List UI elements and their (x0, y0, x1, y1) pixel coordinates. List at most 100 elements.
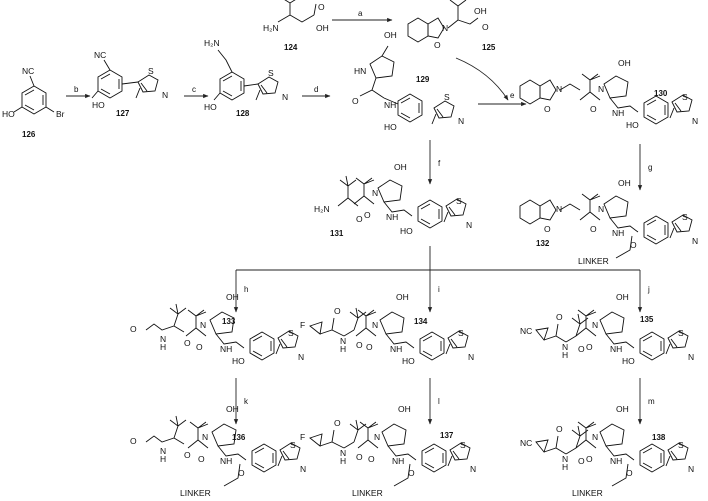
atom-label: N (556, 84, 562, 94)
arrow-from-125 (455, 57, 509, 101)
atom-label: HO (626, 120, 639, 130)
atom-label: NC (520, 438, 532, 448)
atom-label: F (300, 432, 305, 442)
compound-134: F O N H O N OH O NH HO S N 134 (300, 292, 474, 366)
atom-label: N (162, 90, 168, 100)
atom-label: OH (398, 404, 411, 414)
atom-label: O (586, 454, 593, 464)
atom-label: OH (474, 6, 487, 16)
compound-id: 138 (652, 433, 666, 442)
atom-label: NH (220, 456, 232, 466)
reaction-arrows: a b c d e f g h i j k l m (66, 9, 655, 425)
atom-label: NH (612, 108, 624, 118)
atom-label: O (434, 40, 441, 50)
atom-label: O (630, 240, 637, 250)
atom-label: N (374, 432, 380, 442)
compound-id: 126 (22, 130, 36, 139)
atom-label: N (598, 204, 604, 214)
atom-label: N (442, 23, 448, 33)
compound-id: 135 (640, 315, 654, 324)
atom-label: OH (394, 162, 407, 172)
compound-125: N O OH O 125 (407, 0, 496, 52)
atom-label: OH (226, 404, 239, 414)
atom-label: OH (316, 23, 329, 33)
compound-id: 132 (536, 239, 550, 248)
atom-label: N (688, 352, 694, 362)
atom-label: H (340, 456, 346, 466)
atom-label: O (366, 342, 373, 352)
atom-label: S (682, 212, 688, 222)
atom-label: N (340, 448, 346, 458)
compound-127: NC HO S N 127 (91, 50, 168, 118)
atom-label: S (456, 196, 462, 206)
atom-label: S (290, 440, 296, 450)
compound-id: 129 (416, 75, 430, 84)
compound-126: NC HO Br 126 (2, 66, 65, 139)
step-label-i: i (438, 285, 440, 294)
compound-133: O N H O N OH O NH HO S N 133 (130, 292, 304, 366)
atom-label: S (444, 92, 450, 102)
step-label-k: k (244, 397, 249, 406)
atom-label: N (202, 432, 208, 442)
compound-id: 124 (284, 43, 298, 52)
atom-label: O (238, 468, 245, 478)
atom-label: O (184, 338, 191, 348)
atom-label: N (592, 320, 598, 330)
atom-label: NH (384, 100, 396, 110)
atom-label: LINKER (352, 488, 383, 498)
atom-label: LINKER (578, 256, 609, 266)
atom-label: LINKER (572, 488, 603, 498)
step-label-m: m (648, 397, 655, 406)
step-label-l: l (438, 397, 440, 406)
compound-135: NC O N H O N OH O NH HO S N 135 (520, 292, 694, 366)
compound-id: 125 (482, 43, 496, 52)
atom-label: H (160, 342, 166, 352)
atom-label: N (160, 446, 166, 456)
atom-label: O (356, 214, 363, 224)
atom-label: O (544, 224, 551, 234)
atom-label: OH (618, 58, 631, 68)
atom-label: NC (94, 50, 106, 60)
compound-id: 128 (236, 109, 250, 118)
atom-label: OH (618, 178, 631, 188)
compound-id: 136 (232, 433, 246, 442)
atom-label: N (468, 352, 474, 362)
atom-label: HO (384, 122, 397, 132)
atom-label: N (556, 204, 562, 214)
atom-label: O (184, 450, 191, 460)
atom-label: O (590, 224, 597, 234)
compound-id: 131 (330, 229, 344, 238)
atom-label: HO (232, 356, 245, 366)
step-label-b: b (74, 85, 79, 94)
atom-label: N (688, 464, 694, 474)
atom-label: O (334, 306, 341, 316)
atom-label: NH (610, 344, 622, 354)
atom-label: N (160, 334, 166, 344)
atom-label: O (334, 418, 341, 428)
step-label-d: d (314, 85, 318, 94)
atom-label: N (458, 116, 464, 126)
atom-label: O (198, 454, 205, 464)
atom-label: H (562, 350, 568, 360)
step-label-j: j (647, 285, 650, 294)
atom-label: N (372, 188, 378, 198)
atom-label: O (482, 22, 489, 32)
atom-label: HN (354, 66, 366, 76)
atom-label: F (300, 320, 305, 330)
atom-label: O (130, 324, 137, 334)
compound-138: NC O N H O N OH O NH O LINKER S N 138 (520, 404, 694, 498)
atom-label: HO (622, 356, 635, 366)
atom-label: NC (520, 326, 532, 336)
atom-label: H (562, 462, 568, 472)
atom-label: N (562, 454, 568, 464)
atom-label: O (368, 454, 375, 464)
compound-id: 130 (654, 89, 668, 98)
atom-label: OH (384, 30, 397, 40)
atom-label: NH (390, 344, 402, 354)
atom-label: H₂N (204, 38, 220, 48)
atom-label: NH (610, 456, 622, 466)
atom-label: H₂N (314, 204, 330, 214)
compound-128: H₂N HO S N 128 (204, 38, 288, 118)
atom-label: HO (400, 226, 413, 236)
